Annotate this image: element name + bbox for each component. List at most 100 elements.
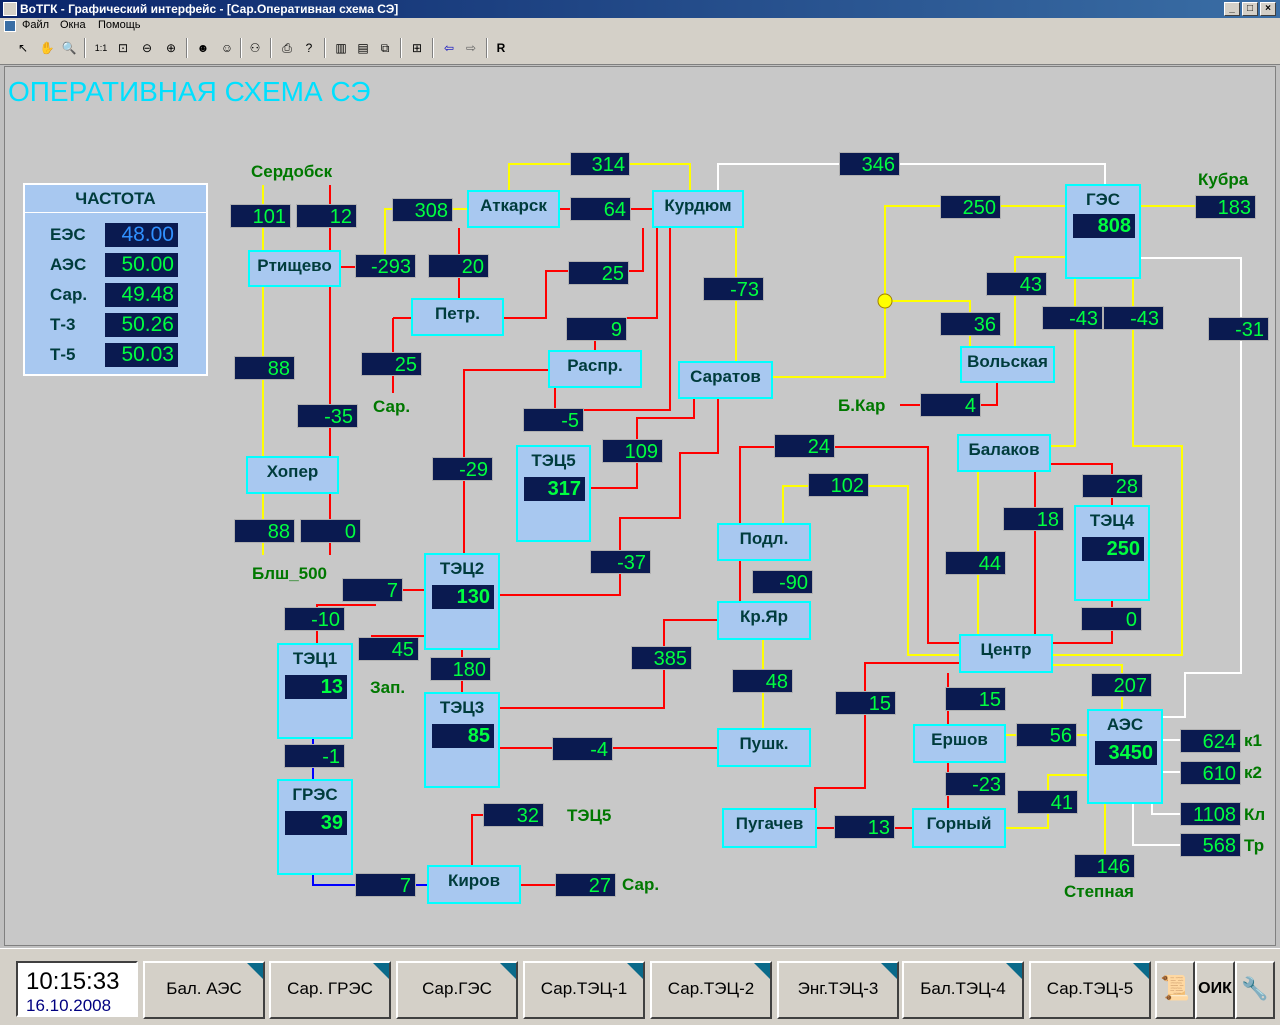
nav-button-sar-tets1[interactable]: Сар.ТЭЦ-1 [523,961,645,1019]
zoom-one-to-one-icon[interactable]: 1:1 [94,43,108,53]
nav-button-eng-tets3[interactable]: Энг.ТЭЦ-3 [777,961,899,1019]
back-arrow-icon[interactable]: ⇦ [443,41,455,55]
help-icon[interactable]: ? [305,41,313,55]
freq-label-t3: Т-3 [50,315,76,334]
nav-button-sar-gres[interactable]: Сар. ГРЭС [269,961,391,1019]
node-label: Киров [447,871,501,890]
nav-button-label: Сар.ТЭЦ-2 [667,979,755,998]
hand-icon[interactable]: ✋ [39,41,55,55]
refresh-r-button[interactable]: R [496,41,506,55]
title-bar: ВоТГК - Графический интерфейс - [Сар.Опе… [0,0,1280,18]
scroll-icon[interactable]: 📜 [1155,961,1195,1019]
node-pugachev[interactable]: Пугачев [722,808,817,848]
menu-file[interactable]: Файл [22,19,50,31]
node-tets4[interactable]: ТЭЦ4 250 [1074,505,1150,601]
node-tets3[interactable]: ТЭЦ3 85 [424,692,500,788]
node-kurdyum[interactable]: Курдюм [652,190,744,228]
nav-button-sar-ges[interactable]: Сар.ГЭС [396,961,518,1019]
node-ershov[interactable]: Ершов [913,724,1006,763]
zoom-in-icon[interactable]: ⊕ [165,41,177,55]
freq-label-sar: Сар. [50,285,88,304]
node-tets1[interactable]: ТЭЦ1 13 [277,643,353,739]
tools-icon[interactable]: 🔧 [1235,961,1275,1019]
node-tets1-value: 13 [285,675,347,699]
user-alt-icon[interactable]: ☺ [220,41,234,55]
corner-marker [1133,963,1149,979]
node-kryar[interactable]: Кр.Яр [717,601,811,640]
node-raspr[interactable]: Распр. [548,350,642,388]
forward-arrow-icon[interactable]: ⇨ [465,41,477,55]
nav-button-bal-aes[interactable]: Бал. АЭС [143,961,265,1019]
junction-node [877,293,893,309]
line-value: 45 [358,637,419,661]
node-label: ТЭЦ5 [531,451,576,470]
node-khoper[interactable]: Хопер [246,456,339,494]
freq-label-ees: ЕЭС [50,225,86,244]
line-value: 568 [1180,833,1241,857]
freq-value-aes: 50.00 [105,253,178,277]
close-button[interactable]: × [1260,2,1276,16]
window-icon[interactable]: ⊞ [411,41,423,55]
zoom-icon[interactable]: 🔍 [61,41,77,55]
line-value: 43 [986,272,1047,296]
clock-date: 16.10.2008 [26,996,112,1015]
minimize-button[interactable]: _ [1224,2,1240,16]
node-aes[interactable]: АЭС 3450 [1087,709,1163,804]
node-label: ТЭЦ4 [1089,511,1135,530]
node-saratov[interactable]: Саратов [678,361,773,399]
corner-marker [1006,963,1022,979]
menu-windows[interactable]: Окна [60,19,86,31]
node-balakov[interactable]: Балаков [957,434,1051,472]
node-label: Кр.Яр [739,607,789,626]
node-atkarsk[interactable]: Аткарск [467,190,560,228]
line-value: 346 [839,152,900,176]
node-gornyi[interactable]: Горный [912,808,1006,848]
line-value: -37 [590,550,651,574]
layout-cascade-icon[interactable]: ⧉ [380,41,390,55]
zoom-out-icon[interactable]: ⊖ [141,41,153,55]
node-tets2[interactable]: ТЭЦ2 130 [424,553,500,650]
pointer-icon[interactable]: ↖ [17,41,29,55]
line-value: -35 [297,404,358,428]
node-tets5[interactable]: ТЭЦ5 317 [516,445,591,542]
oik-button[interactable]: ОИК [1195,961,1235,1019]
line-value: -90 [752,570,813,594]
nav-button-sar-tets2[interactable]: Сар.ТЭЦ-2 [650,961,772,1019]
node-label: Горный [926,814,992,833]
node-podl[interactable]: Подл. [717,523,811,561]
freq-label-aes: АЭС [50,255,87,274]
print-icon[interactable]: ⎙ [282,41,292,55]
node-pushk[interactable]: Пушк. [717,728,811,767]
schema-title: ОПЕРАТИВНАЯ СХЕМА СЭ [8,76,371,107]
nav-button-label: Сар.ГЭС [422,979,492,998]
line-value: -43 [1103,306,1164,330]
layout-rows-icon[interactable]: ▤ [357,41,369,55]
menu-bar: Файл Окна Помощь [0,18,1280,34]
node-rtishchevo[interactable]: Ртищево [248,250,341,287]
label-tr: Тр [1244,836,1265,855]
line-value: 0 [1081,607,1142,631]
user-icon[interactable]: ☻ [196,41,210,55]
node-ges[interactable]: ГЭС 808 [1065,184,1141,279]
node-petr[interactable]: Петр. [411,298,504,336]
node-kirov[interactable]: Киров [427,865,521,904]
nav-button-sar-tets5[interactable]: Сар.ТЭЦ-5 [1029,961,1151,1019]
node-gres[interactable]: ГРЭС 39 [277,779,353,875]
corner-marker [881,963,897,979]
node-label: ГЭС [1085,190,1120,209]
line-value: -1 [284,744,345,768]
nav-button-bal-tets4[interactable]: Бал.ТЭЦ-4 [902,961,1024,1019]
corner-marker [500,963,516,979]
line-value: 102 [808,473,869,497]
corner-marker [754,963,770,979]
layout-columns-icon[interactable]: ▥ [335,41,347,55]
node-volskaya[interactable]: Вольская [960,346,1055,383]
node-tsentr[interactable]: Центр [959,634,1053,673]
node-label: Саратов [690,367,761,386]
maximize-button[interactable]: □ [1242,2,1258,16]
menu-help[interactable]: Помощь [98,19,141,31]
label-k2: к2 [1244,763,1262,782]
zoom-fit-icon[interactable]: ⊡ [117,41,129,55]
frequency-panel: ЧАСТОТА ЕЭС 48.00 АЭС 50.00 Сар. 49.48 Т… [23,183,208,376]
binoculars-icon[interactable]: ⚇ [249,41,261,55]
